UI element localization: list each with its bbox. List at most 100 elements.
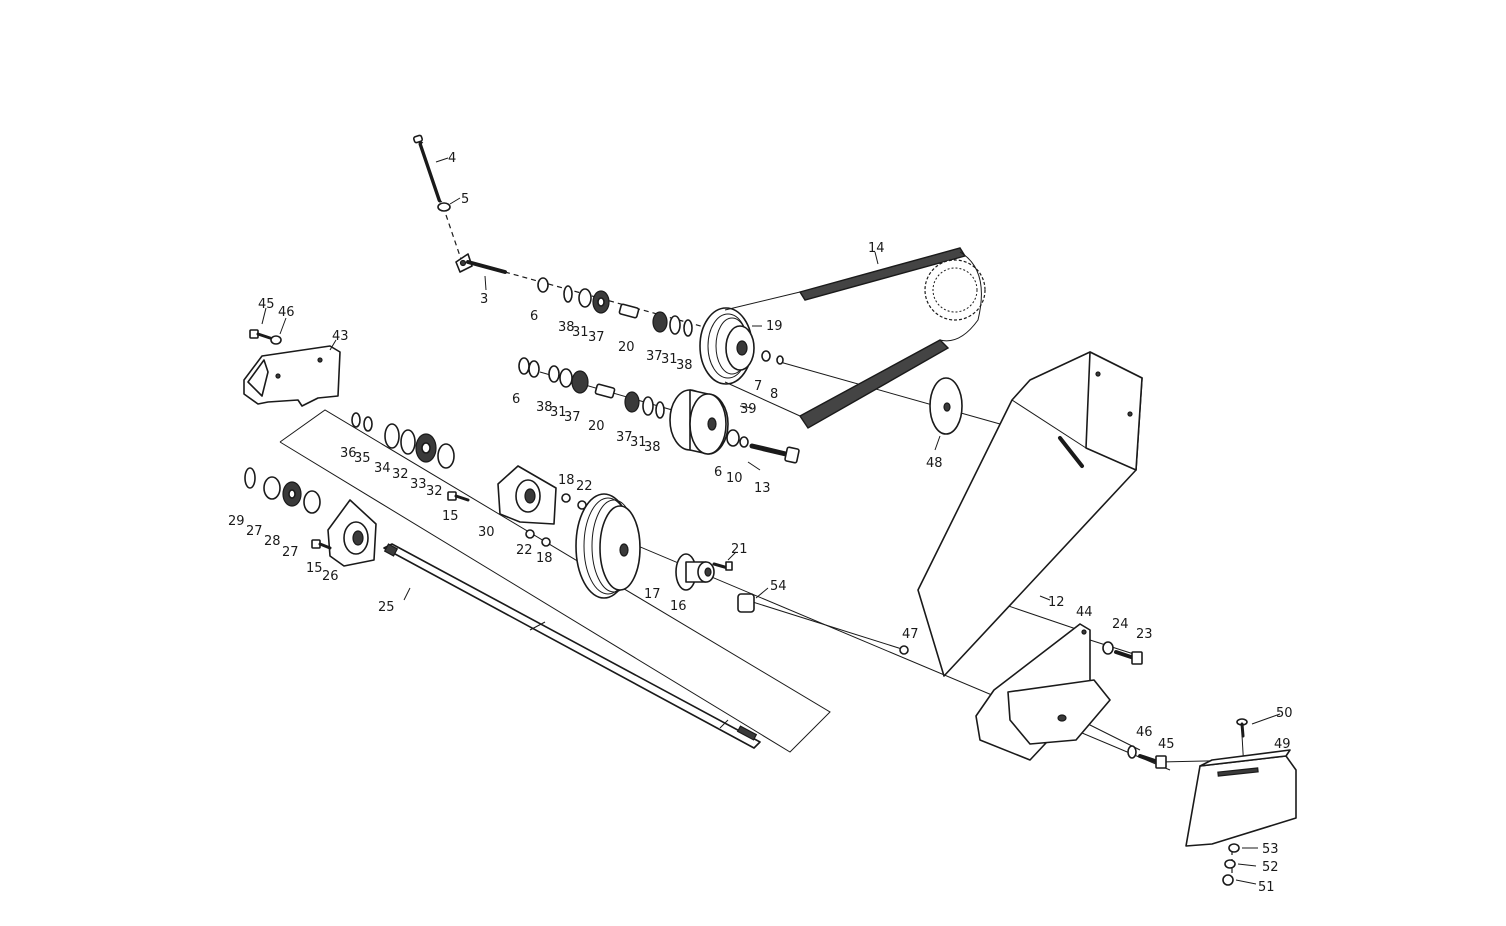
label-45: 45 xyxy=(1158,737,1175,752)
middle-bearing-row xyxy=(518,357,665,419)
label-22: 22 xyxy=(576,479,593,494)
lower-bearing-row xyxy=(244,467,321,514)
label-54: 54 xyxy=(770,579,787,594)
washer-22b xyxy=(525,529,535,539)
top-bearing-row xyxy=(537,277,693,337)
label-38: 38 xyxy=(536,400,553,415)
end-cover-49 xyxy=(1185,749,1297,847)
washer-46a xyxy=(270,335,282,345)
bolt-45b xyxy=(1138,754,1167,769)
label-47: 47 xyxy=(902,627,919,642)
label-45: 45 xyxy=(258,297,275,312)
label-32: 32 xyxy=(426,484,443,499)
label-37: 37 xyxy=(564,410,581,425)
washer-24 xyxy=(1102,641,1114,655)
bolt-45a xyxy=(249,329,272,340)
label-6: 6 xyxy=(512,392,520,407)
label-22: 22 xyxy=(516,543,533,558)
nut-51 xyxy=(1222,874,1234,886)
label-20: 20 xyxy=(618,340,635,355)
label-17: 17 xyxy=(644,587,661,602)
bolt-4 xyxy=(412,134,443,203)
shaft-guard-44 xyxy=(975,623,1111,761)
label-14: 14 xyxy=(868,241,885,256)
hub-16 xyxy=(675,553,715,591)
label-29: 29 xyxy=(228,514,245,529)
bolt-15a xyxy=(447,491,470,502)
label-19: 19 xyxy=(766,319,783,334)
label-49: 49 xyxy=(1274,737,1291,752)
label-31: 31 xyxy=(550,405,567,420)
nut-18a xyxy=(561,493,571,503)
label-6: 6 xyxy=(714,465,722,480)
label-24: 24 xyxy=(1112,617,1129,632)
label-34: 34 xyxy=(374,461,391,476)
label-13: 13 xyxy=(754,481,771,496)
washer-52 xyxy=(1224,859,1236,869)
label-26: 26 xyxy=(322,569,339,584)
label-52: 52 xyxy=(1262,860,1279,875)
callout-labels: 4 5 3 6 38 31 37 20 37 31 38 19 7 8 14 4… xyxy=(228,151,1293,895)
nut-8 xyxy=(776,355,784,365)
pulley-19 xyxy=(699,307,755,385)
bolt-13 xyxy=(749,443,800,464)
label-16: 16 xyxy=(670,599,687,614)
washer-46b xyxy=(1127,745,1137,759)
label-7: 7 xyxy=(754,379,762,394)
bearing-flange-26 xyxy=(327,499,377,567)
shaft-bearing-row xyxy=(351,412,455,469)
label-38: 38 xyxy=(676,358,693,373)
label-27: 27 xyxy=(282,545,299,560)
label-18: 18 xyxy=(558,473,575,488)
nut-18b xyxy=(541,537,551,547)
label-48: 48 xyxy=(926,456,943,471)
label-15: 15 xyxy=(442,509,459,524)
label-8: 8 xyxy=(770,387,778,402)
label-50: 50 xyxy=(1276,706,1293,721)
label-12: 12 xyxy=(1048,595,1065,610)
label-23: 23 xyxy=(1136,627,1153,642)
label-30: 30 xyxy=(478,525,495,540)
label-33: 33 xyxy=(410,477,427,492)
v-belt-14 xyxy=(724,247,986,429)
label-5: 5 xyxy=(461,192,469,207)
label-51: 51 xyxy=(1258,880,1275,895)
washer-10 xyxy=(739,436,749,448)
label-15: 15 xyxy=(306,561,323,576)
label-31: 31 xyxy=(572,325,589,340)
label-6: 6 xyxy=(530,309,538,324)
bracket-3 xyxy=(455,253,507,274)
label-37: 37 xyxy=(616,430,633,445)
idler-pulley-39 xyxy=(669,389,729,455)
label-46: 46 xyxy=(1136,725,1153,740)
label-36: 36 xyxy=(340,446,357,461)
label-4: 4 xyxy=(448,151,456,166)
bearing-flange-30 xyxy=(497,465,557,525)
label-37: 37 xyxy=(646,349,663,364)
label-38: 38 xyxy=(558,320,575,335)
leader-lines xyxy=(261,157,1281,885)
washer-47 xyxy=(899,645,909,655)
label-31: 31 xyxy=(630,435,647,450)
label-27: 27 xyxy=(246,524,263,539)
label-31: 31 xyxy=(661,352,678,367)
label-39: 39 xyxy=(740,402,757,417)
label-25: 25 xyxy=(378,600,395,615)
bolt-21 xyxy=(712,561,733,571)
label-43: 43 xyxy=(332,329,349,344)
washer-6c xyxy=(726,429,740,447)
label-46: 46 xyxy=(278,305,295,320)
label-35: 35 xyxy=(354,451,371,466)
washer-53 xyxy=(1228,843,1240,853)
disc-48 xyxy=(929,377,963,435)
label-28: 28 xyxy=(264,534,281,549)
label-38: 38 xyxy=(644,440,661,455)
washer-7 xyxy=(761,350,771,362)
pulley-17 xyxy=(575,493,641,599)
label-21: 21 xyxy=(731,542,748,557)
bolt-15b xyxy=(311,539,332,550)
washer-5 xyxy=(437,202,451,212)
belt-cover-12 xyxy=(917,351,1143,677)
